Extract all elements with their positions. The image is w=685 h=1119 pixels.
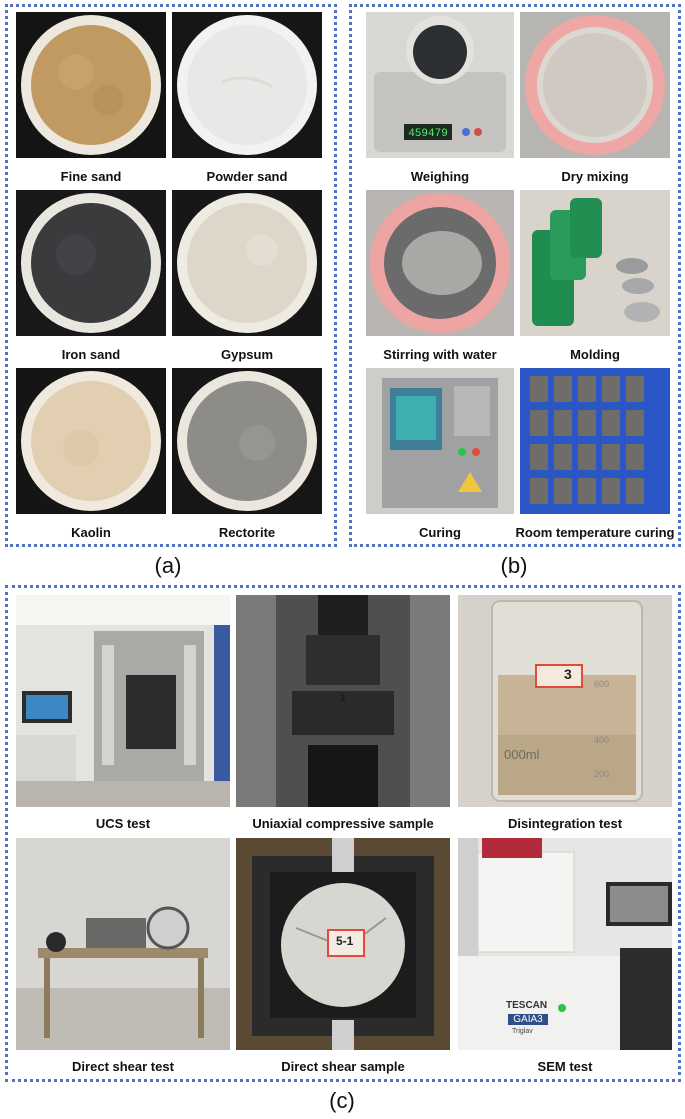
beaker-volume-text: 000ml <box>504 747 540 762</box>
kaolin-caption: Kaolin <box>71 525 111 540</box>
beaker-mark-200: 200 <box>594 769 610 779</box>
powder-sand-photo <box>172 12 322 158</box>
beaker-mark-400: 400 <box>594 735 610 745</box>
panel-b-label: (b) <box>500 553 528 578</box>
rectorite-caption: Rectorite <box>218 525 276 540</box>
curing-photo <box>366 368 514 514</box>
beaker-mark-600: 600 <box>594 679 610 689</box>
panel-c <box>5 585 681 1082</box>
fine-sand-caption: Fine sand <box>60 169 122 184</box>
gypsum-caption: Gypsum <box>220 347 273 362</box>
fine-sand-photo <box>16 12 166 158</box>
sem-test-photo: TESCAN GAIA3 Triglav <box>458 838 672 1050</box>
kaolin-photo <box>16 368 166 514</box>
direct-shear-test-photo <box>16 838 230 1050</box>
shear-sample-tag: 5-1 <box>336 934 354 948</box>
room-temperature-curing-photo <box>520 368 670 514</box>
room-temperature-curing-caption: Room temperature curing <box>515 525 675 540</box>
gypsum-photo <box>172 190 322 336</box>
dry-mixing-photo <box>520 12 670 158</box>
molding-caption: Molding <box>570 347 620 362</box>
uniaxial-sample-caption: Uniaxial compressive sample <box>252 816 434 831</box>
panel-b <box>349 4 681 547</box>
uniaxial-sample-photo: 3 <box>236 595 450 807</box>
curing-caption: Curing <box>419 525 461 540</box>
ucs-test-caption: UCS test <box>95 816 151 831</box>
sem-sub-text: Triglav <box>512 1028 533 1035</box>
direct-shear-sample-caption: Direct shear sample <box>281 1059 405 1074</box>
direct-shear-test-caption: Direct shear test <box>72 1059 174 1074</box>
disintegration-test-caption: Disintegration test <box>507 816 623 831</box>
sem-model-badge: GAIA3 <box>508 1014 548 1025</box>
direct-shear-sample-photo: 5-1 <box>236 838 450 1050</box>
beaker-label-tag: 3 <box>564 666 572 682</box>
scale-readout: 459479 <box>408 128 448 140</box>
stirring-caption: Stirring with water <box>383 347 497 362</box>
stirring-photo <box>366 190 514 336</box>
powder-sand-caption: Powder sand <box>206 169 288 184</box>
weighing-caption: Weighing <box>410 169 470 184</box>
sem-test-caption: SEM test <box>537 1059 593 1074</box>
panel-a <box>5 4 337 547</box>
iron-sand-photo <box>16 190 166 336</box>
uniaxial-sample-tag: 3 <box>340 693 346 703</box>
weighing-photo: 459479 <box>366 12 514 158</box>
panel-a-label: (a) <box>154 553 182 578</box>
ucs-test-photo <box>16 595 230 807</box>
dry-mixing-caption: Dry mixing <box>561 169 629 184</box>
iron-sand-caption: Iron sand <box>61 347 121 362</box>
rectorite-photo <box>172 368 322 514</box>
disintegration-test-photo: 3 600 400 200 000ml <box>458 595 672 807</box>
panel-c-label: (c) <box>329 1088 355 1113</box>
sem-brand-text: TESCAN <box>506 1000 548 1011</box>
molding-photo <box>520 190 670 336</box>
